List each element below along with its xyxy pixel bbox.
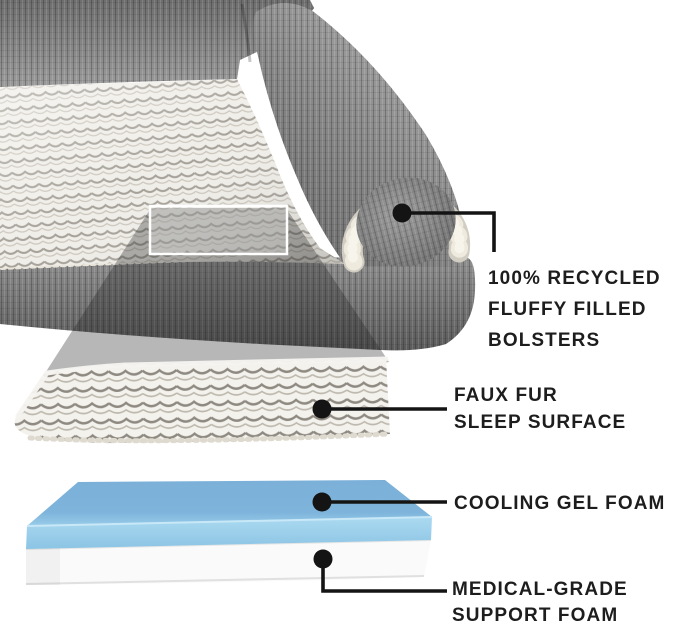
bolster-end-cap: [356, 177, 456, 267]
callout-label-line: SUPPORT FOAM: [452, 605, 619, 626]
connector-cooling-gel: [312, 492, 447, 512]
callout-label-line: FLUFFY FILLED: [488, 299, 647, 320]
callout-label-line: COOLING GEL FOAM: [454, 493, 666, 514]
connector-bolsters: [392, 203, 496, 252]
bed-photo: [0, 0, 476, 351]
callout-label-line: MEDICAL-GRADE: [452, 579, 628, 600]
callout-label-line: BOLSTERS: [488, 330, 601, 351]
magnifier-source-outline: [148, 204, 289, 256]
callout-label-line: SLEEP SURFACE: [454, 412, 627, 433]
callout-label-line: 100% RECYCLED: [488, 268, 661, 289]
callout-label-line: FAUX FUR: [454, 385, 558, 406]
bolster-seam: [240, 3, 252, 63]
cooling-gel-layer: [26, 480, 433, 549]
fur-swatch-bottom-fuzz: [27, 431, 391, 444]
fur-swatch-top-edge: [15, 356, 389, 419]
callout-label-bolsters: 100% RECYCLED FLUFFY FILLED BOLSTERS: [488, 263, 661, 356]
foam-mattress: [25, 480, 433, 585]
connector-support-foam: [313, 549, 447, 593]
callout-label-cooling-gel: COOLING GEL FOAM: [454, 490, 665, 517]
fur-swatch: [14, 356, 391, 444]
callout-label-sleep-surface: FAUX FUR SLEEP SURFACE: [454, 382, 626, 436]
callout-connectors: [312, 203, 496, 593]
callout-label-support-foam: MEDICAL-GRADE SUPPORT FOAM: [452, 577, 628, 629]
connector-sleep-surface: [312, 399, 447, 419]
